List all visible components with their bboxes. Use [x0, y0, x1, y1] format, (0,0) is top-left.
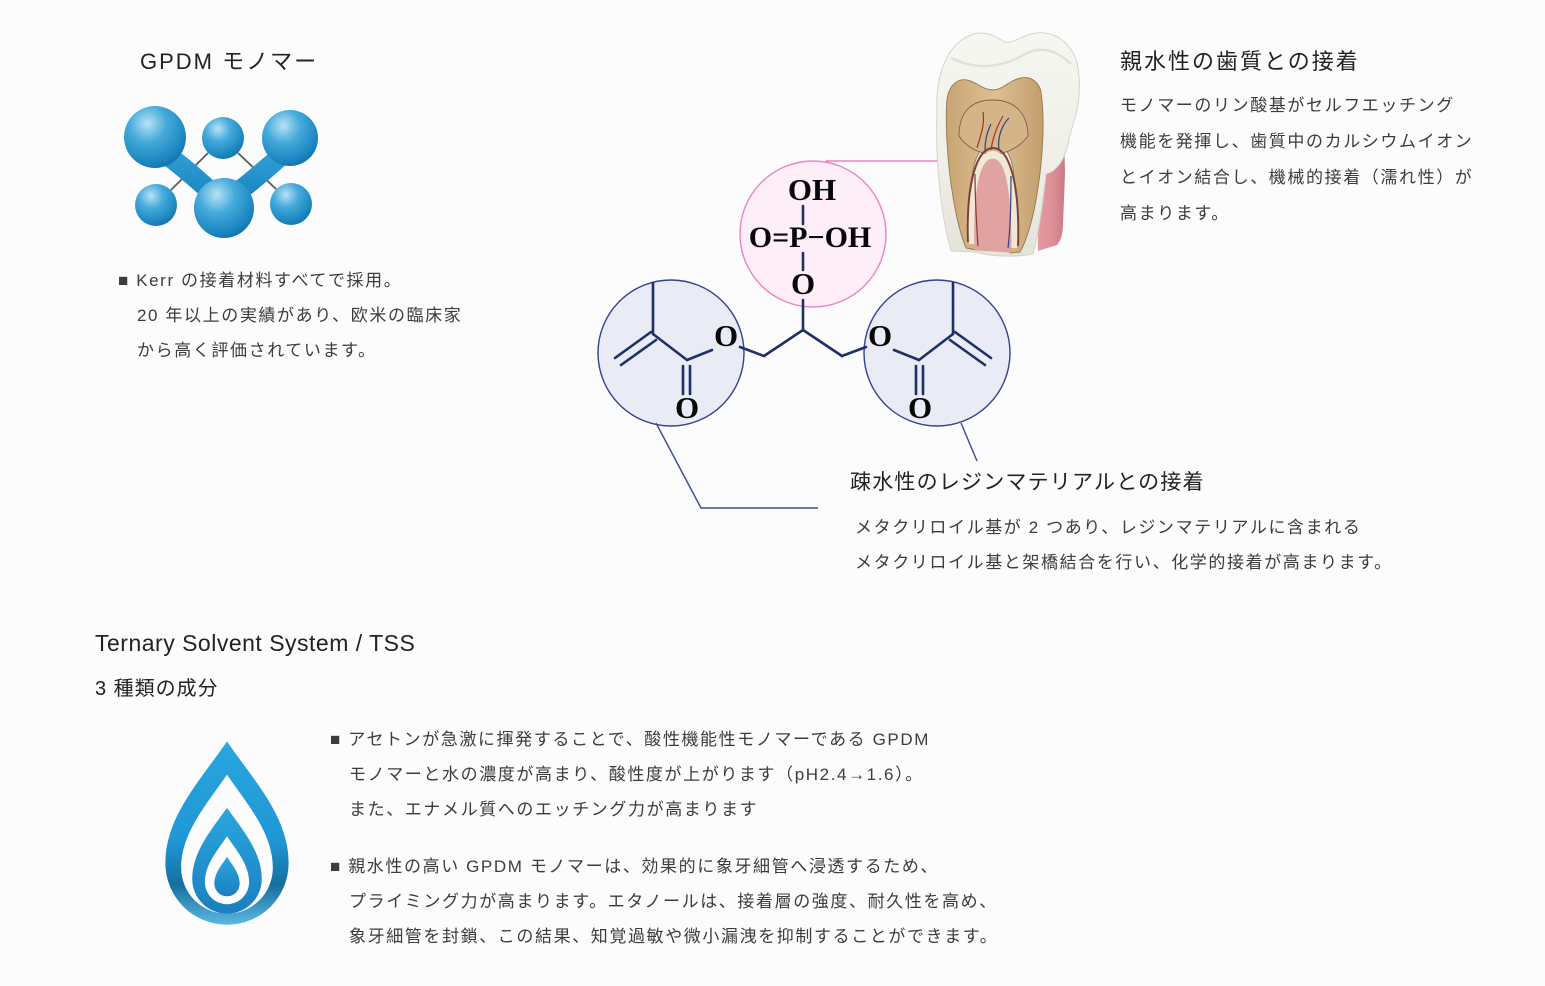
phosphate-group-labels: OH O=P−OH O [749, 172, 872, 301]
atom-ester-o-left: O [714, 318, 738, 353]
atom-phosphate-row: O=P−OH [749, 221, 872, 254]
methacrylate-leader-line-left [655, 422, 818, 509]
bond-lines [613, 204, 993, 396]
atom-ester-o-right: O [868, 318, 892, 353]
pulp-vessels [974, 111, 1012, 249]
atom-o-bottom: O [791, 266, 815, 301]
gpdm-monomer-title: GPDM モノマー [140, 49, 319, 74]
tooth-cross-section-illustration [936, 32, 1080, 257]
kerr-adoption-note: ■ Kerr の接着材料すべてで採用。 20 年以上の実績があり、欧米の臨床家 … [118, 271, 463, 360]
methacrylate-leader-line-right [960, 422, 978, 462]
atom-carbonyl-o-right: O [908, 390, 932, 425]
methacrylate-circle-left [597, 279, 745, 427]
atom-carbonyl-o-left: O [675, 390, 699, 425]
hydrophobic-heading: 疎水性のレジンマテリアルとの接着 [850, 471, 1205, 494]
atom-oh-top: OH [788, 172, 836, 207]
canal-outline [966, 146, 1020, 247]
methacrylate-circle-right [863, 279, 1011, 427]
hydrophilic-body: モノマーのリン酸基がセルフエッチング 機能を発揮し、歯質中のカルシウムイオン と… [1120, 96, 1474, 223]
molecule-spheres-icon [124, 106, 318, 238]
tss-bullet-hydrophilic-gpdm: ■ 親水性の高い GPDM モノマーは、効果的に象牙細管へ浸透するため、 プライ… [330, 857, 999, 946]
hydrophilic-heading: 親水性の歯質との接着 [1120, 49, 1360, 74]
tss-bullet-acetone: ■ アセトンが急激に揮発することで、酸性機能性モノマーである GPDM モノマー… [330, 730, 930, 819]
gpdm-structure-diagram: OH O=P−OH O O O O O [597, 160, 1011, 509]
hydrophobic-body: メタクリロイル基が 2 つあり、レジンマテリアルに含まれる メタクリロイル基と架… [855, 518, 1393, 572]
ester-carbonyl-labels: O O O O [675, 318, 932, 425]
tss-heading: Ternary Solvent System / TSS [95, 630, 416, 656]
tss-subheading: 3 種類の成分 [95, 678, 219, 700]
pulp-chamber [958, 99, 1029, 155]
phosphate-highlight-circle [739, 160, 887, 308]
water-drop-icon [165, 741, 289, 925]
pulp-canal [974, 158, 1012, 253]
